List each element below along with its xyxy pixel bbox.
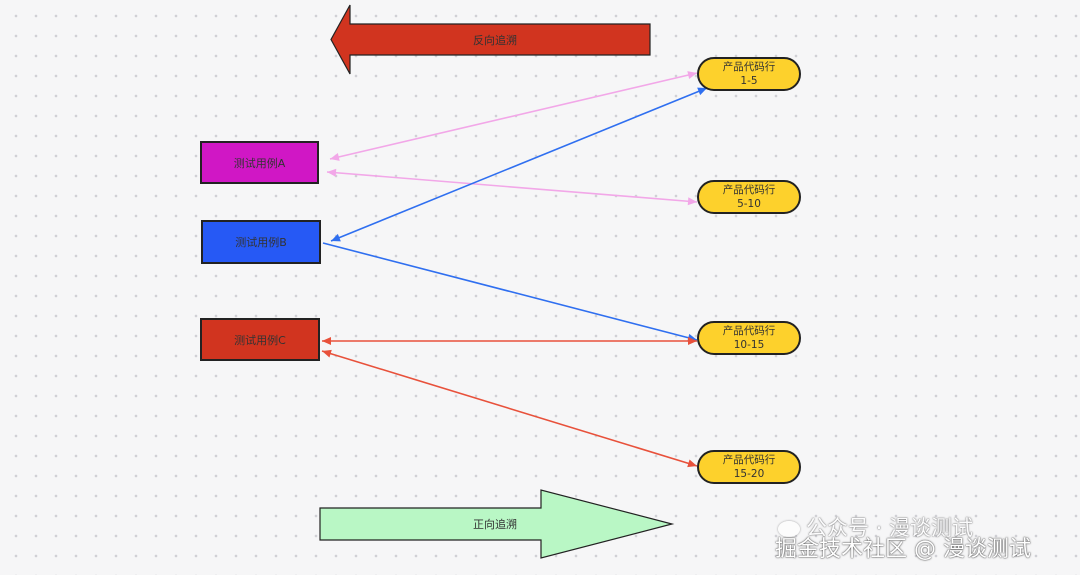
- test-case-a-label: 测试用例A: [233, 156, 286, 170]
- link-a-to-code-5-10-head-start: [327, 168, 337, 177]
- link-a-to-code-1-5-head-start: [330, 153, 340, 161]
- link-c-to-code-15-20-head-end: [687, 459, 697, 468]
- test-case-c-label: 测试用例C: [234, 333, 286, 347]
- link-a-to-code-1-5-head-end: [687, 71, 697, 79]
- test-case-b-box: 测试用例B: [201, 220, 321, 264]
- forward-trace-label: 正向追溯: [473, 518, 517, 531]
- code-lines-title: 产品代码行: [722, 61, 776, 73]
- watermark-line-2: 掘金技术社区 @ 漫谈测试: [775, 537, 1031, 562]
- link-a-to-code-5-10-head-end: [687, 197, 697, 206]
- link-c-to-code-10-15-head-end: [688, 337, 697, 345]
- wechat-icon: [778, 521, 800, 537]
- link-c-to-code-15-20-head-start: [322, 349, 332, 358]
- trace-links: [321, 71, 708, 468]
- watermark-line-1: 公众号 · 漫谈测试: [778, 512, 973, 542]
- code-lines-range: 5-10: [737, 198, 761, 210]
- code-lines-15-20-node: 产品代码行 15-20: [697, 450, 801, 484]
- code-lines-range: 15-20: [733, 468, 765, 480]
- backward-trace-label: 反向追溯: [473, 34, 517, 47]
- code-lines-range: 1-5: [740, 75, 758, 87]
- link-a-to-code-1-5: [329, 72, 698, 160]
- link-b-to-code-1-5: [330, 87, 708, 242]
- link-c-to-code-10-15-head-start: [322, 337, 331, 345]
- test-case-a-box: 测试用例A: [200, 141, 319, 184]
- code-lines-title: 产品代码行: [722, 454, 776, 466]
- code-lines-title: 产品代码行: [722, 325, 776, 337]
- code-lines-title: 产品代码行: [722, 184, 776, 196]
- code-lines-range: 10-15: [733, 339, 765, 351]
- link-b-to-code-1-5-head-end: [697, 87, 707, 96]
- link-a-to-code-5-10: [326, 171, 698, 203]
- link-c-to-code-15-20: [321, 350, 698, 467]
- code-lines-5-10-node: 产品代码行 5-10: [697, 180, 801, 214]
- link-b-to-code-1-5-head-start: [331, 233, 341, 242]
- code-lines-1-5-node: 产品代码行 1-5: [697, 57, 801, 91]
- test-case-b-label: 测试用例B: [235, 236, 287, 249]
- test-case-c-box: 测试用例C: [200, 318, 320, 361]
- link-b-to-code-10-15: [322, 242, 698, 341]
- code-lines-10-15-node: 产品代码行 10-15: [697, 321, 801, 355]
- backward-trace-arrow: [330, 4, 651, 75]
- forward-trace-arrow: [319, 489, 675, 559]
